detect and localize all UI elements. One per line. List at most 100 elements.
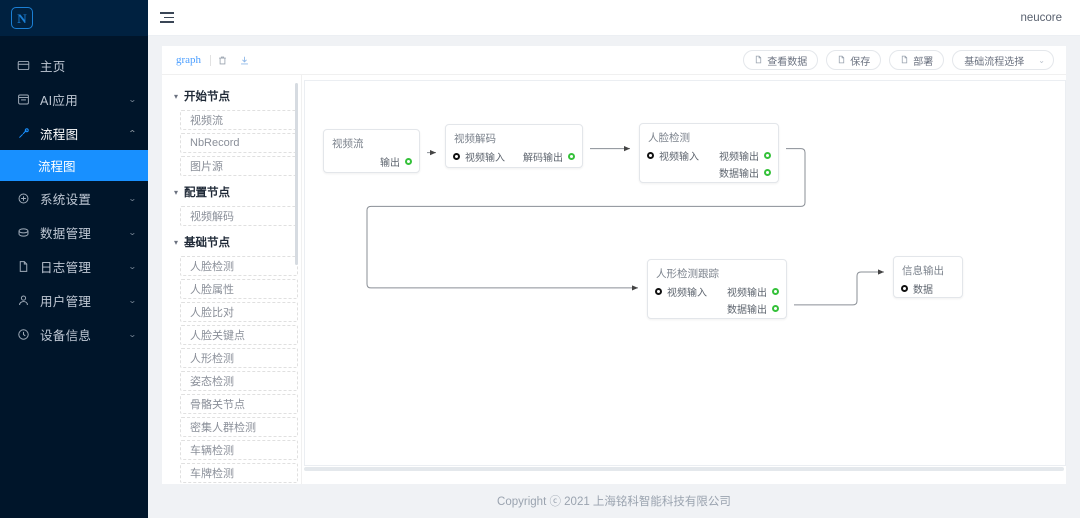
flow-node-title: 视频流 xyxy=(332,138,364,150)
editor-tabs: graph xyxy=(176,51,255,69)
port-label: 数据输出 xyxy=(719,169,759,180)
caret-down-icon: ▾ xyxy=(174,187,179,197)
chevron-down-icon: ⌄ xyxy=(128,329,138,339)
flow-node[interactable]: 视频流输出 xyxy=(323,129,420,173)
sidebar-item-system-settings[interactable]: 系统设置 ⌄ xyxy=(0,181,148,215)
main-area: neucore graph xyxy=(148,0,1080,518)
output-port[interactable]: 视频输出 xyxy=(719,148,771,163)
caret-down-icon: ▾ xyxy=(174,91,179,101)
output-port[interactable]: 数据输出 xyxy=(719,165,771,180)
palette-group-header[interactable]: ▾ 配置节点 xyxy=(168,179,302,204)
palette-item[interactable]: 人脸比对 xyxy=(180,302,298,322)
logo[interactable]: N xyxy=(0,0,148,36)
palette-item[interactable]: 人形检测 xyxy=(180,348,298,368)
editor-body: ▾ 开始节点视频流 NbRecord 图片源 ▾ 配置节点视频解码 ▾基础节点人脸检测人脸属… xyxy=(162,75,1066,484)
palette-scrollbar[interactable] xyxy=(295,83,298,265)
sidebar-item-home[interactable]: 主页 xyxy=(0,48,148,82)
save-button[interactable]: 保存 xyxy=(826,50,882,70)
flow-editor-panel: graph xyxy=(162,46,1066,484)
sidebar-subitem-flowchart[interactable]: 流程图 xyxy=(0,150,148,181)
flow-icon xyxy=(15,125,31,141)
sidebar-item-ai-app[interactable]: AI应用 ⌄ xyxy=(0,82,148,116)
output-port[interactable]: 输出 xyxy=(380,154,412,169)
canvas-hscrollbar[interactable] xyxy=(304,467,1064,471)
menu-fold-icon[interactable] xyxy=(160,10,178,26)
file-icon xyxy=(900,55,909,66)
input-port[interactable]: 视频输入 xyxy=(647,148,699,163)
palette-group-header[interactable]: ▾基础节点 xyxy=(168,229,302,254)
input-port[interactable]: 数据 xyxy=(901,281,933,296)
output-port[interactable]: 数据输出 xyxy=(727,301,779,316)
output-port[interactable]: 视频输出 xyxy=(727,284,779,299)
flow-canvas[interactable]: 视频流输出视频解码视频输入解码输出人脸检测视频输入视频输出数据输出人形检测跟踪视… xyxy=(304,80,1066,466)
port-label: 解码输出 xyxy=(523,153,563,164)
editor-actions: 查看数据 保存 xyxy=(743,50,1054,70)
port-row: 数据输出 xyxy=(648,300,786,317)
palette-item[interactable]: NbRecord xyxy=(180,133,298,153)
chevron-down-icon: ⌄ xyxy=(128,193,138,203)
view-data-button[interactable]: 查看数据 xyxy=(743,50,819,70)
port-label: 视频输出 xyxy=(727,288,767,299)
input-port[interactable]: 视频输入 xyxy=(453,149,505,164)
port-dot-icon xyxy=(772,305,779,312)
flow-node[interactable]: 人脸检测视频输入视频输出数据输出 xyxy=(639,123,779,183)
download-icon[interactable] xyxy=(233,51,255,69)
palette-item[interactable]: 视频流 xyxy=(180,110,298,130)
palette-group-title: 基础节点 xyxy=(184,237,231,249)
user-label[interactable]: neucore xyxy=(1020,11,1062,24)
palette-group-title: 开始节点 xyxy=(184,91,231,103)
port-row: 数据 xyxy=(894,280,962,297)
select-label: 基础流程选择 xyxy=(964,56,1025,68)
tab-graph[interactable]: graph xyxy=(176,54,202,66)
chevron-up-icon: ⌃ xyxy=(128,128,138,138)
port-label: 输出 xyxy=(380,158,400,169)
palette-group-title: 配置节点 xyxy=(184,187,231,199)
flow-node[interactable]: 视频解码视频输入解码输出 xyxy=(445,124,583,168)
port-label: 数据 xyxy=(913,285,933,296)
app-icon xyxy=(15,91,31,107)
port-label: 视频输入 xyxy=(659,152,699,163)
sidebar-item-label: 系统设置 xyxy=(40,192,92,207)
footer: Copyright ⓒ 2021 上海铭科智能科技有限公司 xyxy=(148,484,1080,518)
palette-group-header[interactable]: ▾ 开始节点 xyxy=(168,83,302,108)
sidebar-item-device-info[interactable]: 设备信息 ⌄ xyxy=(0,317,148,351)
palette-item[interactable]: 图片源 xyxy=(180,156,298,176)
palette-item[interactable]: 姿态检测 xyxy=(180,371,298,391)
palette-item[interactable]: 车辆检测 xyxy=(180,440,298,460)
chevron-down-icon: ⌄ xyxy=(128,295,138,305)
home-icon xyxy=(15,57,31,73)
palette-item[interactable]: 人脸属性 xyxy=(180,279,298,299)
node-palette: ▾ 开始节点视频流 NbRecord 图片源 ▾ 配置节点视频解码 ▾基础节点人脸检测人脸属… xyxy=(162,75,302,484)
file-icon xyxy=(837,55,846,66)
palette-item[interactable]: 骨骼关节点 xyxy=(180,394,298,414)
palette-item[interactable]: 人脸检测 xyxy=(180,256,298,276)
sidebar-item-label: 设备信息 xyxy=(40,328,92,343)
palette-item[interactable]: 人脸关键点 xyxy=(180,325,298,345)
palette-item[interactable]: 密集人群检测 xyxy=(180,417,298,437)
port-dot-icon xyxy=(764,169,771,176)
flow-node[interactable]: 信息输出数据 xyxy=(893,256,963,298)
log-icon xyxy=(15,258,31,274)
palette-item[interactable]: 视频解码 xyxy=(180,206,298,226)
trash-icon[interactable] xyxy=(211,51,233,69)
port-dot-icon xyxy=(772,288,779,295)
port-label: 视频输出 xyxy=(719,152,759,163)
sidebar-item-data-management[interactable]: 数据管理 ⌄ xyxy=(0,215,148,249)
sidebar-item-flowchart[interactable]: 流程图 ⌃ xyxy=(0,116,148,150)
palette-item[interactable]: 车牌检测 xyxy=(180,463,298,483)
input-port[interactable]: 视频输入 xyxy=(655,284,707,299)
output-port[interactable]: 解码输出 xyxy=(523,149,575,164)
port-row: 数据输出 xyxy=(640,164,778,181)
user-icon xyxy=(15,292,31,308)
base-flow-select[interactable]: 基础流程选择 ⌄ xyxy=(952,50,1054,70)
port-dot-icon xyxy=(405,158,412,165)
chevron-down-icon: ⌄ xyxy=(128,227,138,237)
deploy-button[interactable]: 部署 xyxy=(889,50,945,70)
sidebar-item-user-management[interactable]: 用户管理 ⌄ xyxy=(0,283,148,317)
file-icon xyxy=(754,55,763,66)
port-label: 数据输出 xyxy=(727,305,767,316)
sidebar-item-log-management[interactable]: 日志管理 ⌄ xyxy=(0,249,148,283)
flow-node[interactable]: 人形检测跟踪视频输入视频输出数据输出 xyxy=(647,259,787,319)
palette-divider xyxy=(301,75,302,484)
